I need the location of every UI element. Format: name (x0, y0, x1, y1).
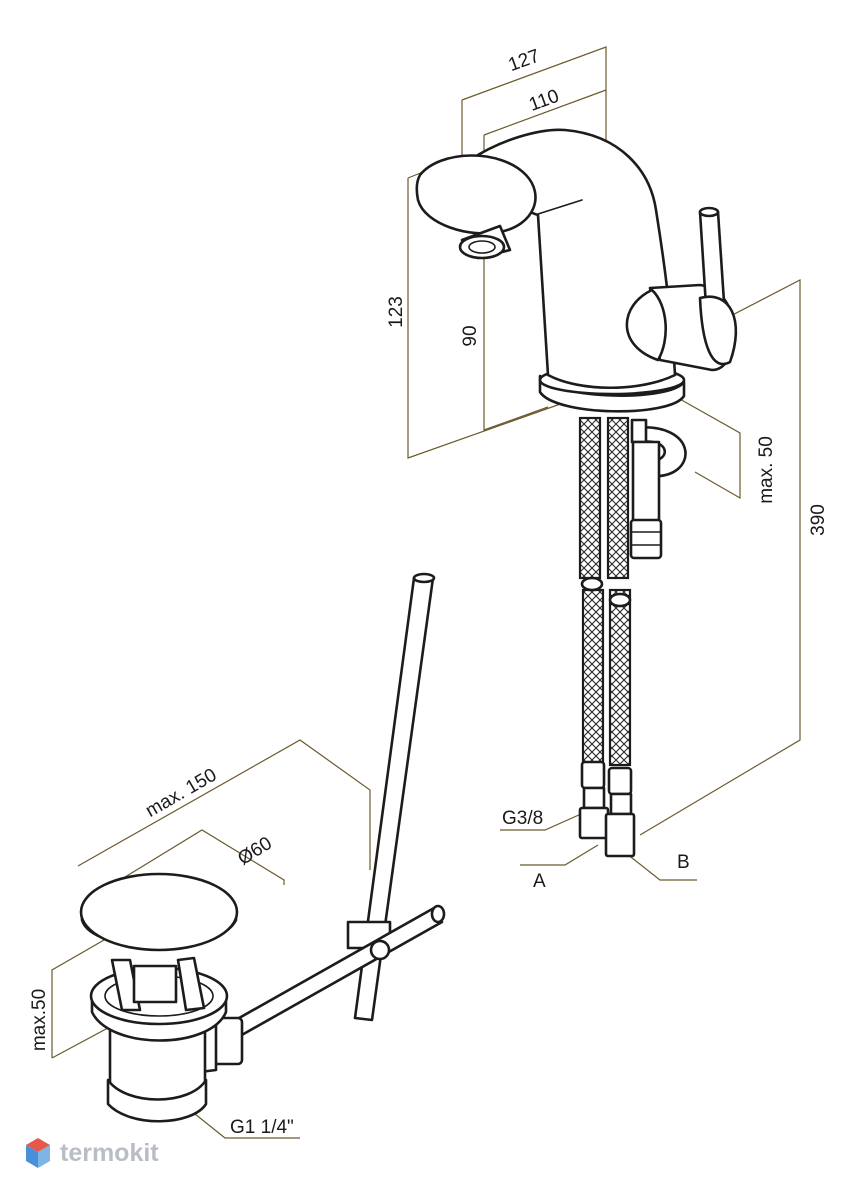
hose-b-lower (608, 588, 632, 767)
dim-max-50-mount: max. 50 (756, 436, 777, 504)
watermark-brand: termokit (60, 1138, 159, 1167)
hose-fitting-b (604, 766, 636, 858)
lever-handle (625, 206, 738, 372)
aerator (458, 234, 506, 260)
dim-110: 110 (526, 86, 562, 116)
hose-a-lower (581, 588, 605, 767)
dim-a: A (533, 871, 546, 892)
mounting-bracket (629, 418, 687, 560)
faucet (415, 128, 738, 858)
cube-logo-icon (26, 1138, 50, 1168)
dim-90: 90 (460, 325, 481, 346)
pop-up-drain (79, 572, 446, 1123)
drain-cap (79, 872, 239, 952)
dim-127: 127 (506, 46, 543, 77)
dim-max-50-drain: max.50 (29, 989, 50, 1051)
watermark: termokit (24, 1136, 159, 1170)
dim-max-150: max. 150 (142, 765, 220, 822)
hose-a-upper (578, 416, 602, 580)
faucet-dimension-lines (407, 46, 801, 881)
linkage-rod (230, 906, 444, 1038)
dim-g1-1-4: G1 1/4" (230, 1117, 294, 1138)
hose-b-upper (606, 416, 630, 580)
hose-fitting-a (578, 760, 610, 840)
dim-g3-8: G3/8 (502, 808, 543, 829)
dim-390: 390 (808, 504, 829, 536)
dim-diameter-60: Ø60 (234, 833, 276, 870)
spout-head (415, 154, 537, 235)
dim-b: B (677, 852, 690, 873)
dim-123: 123 (386, 296, 407, 328)
